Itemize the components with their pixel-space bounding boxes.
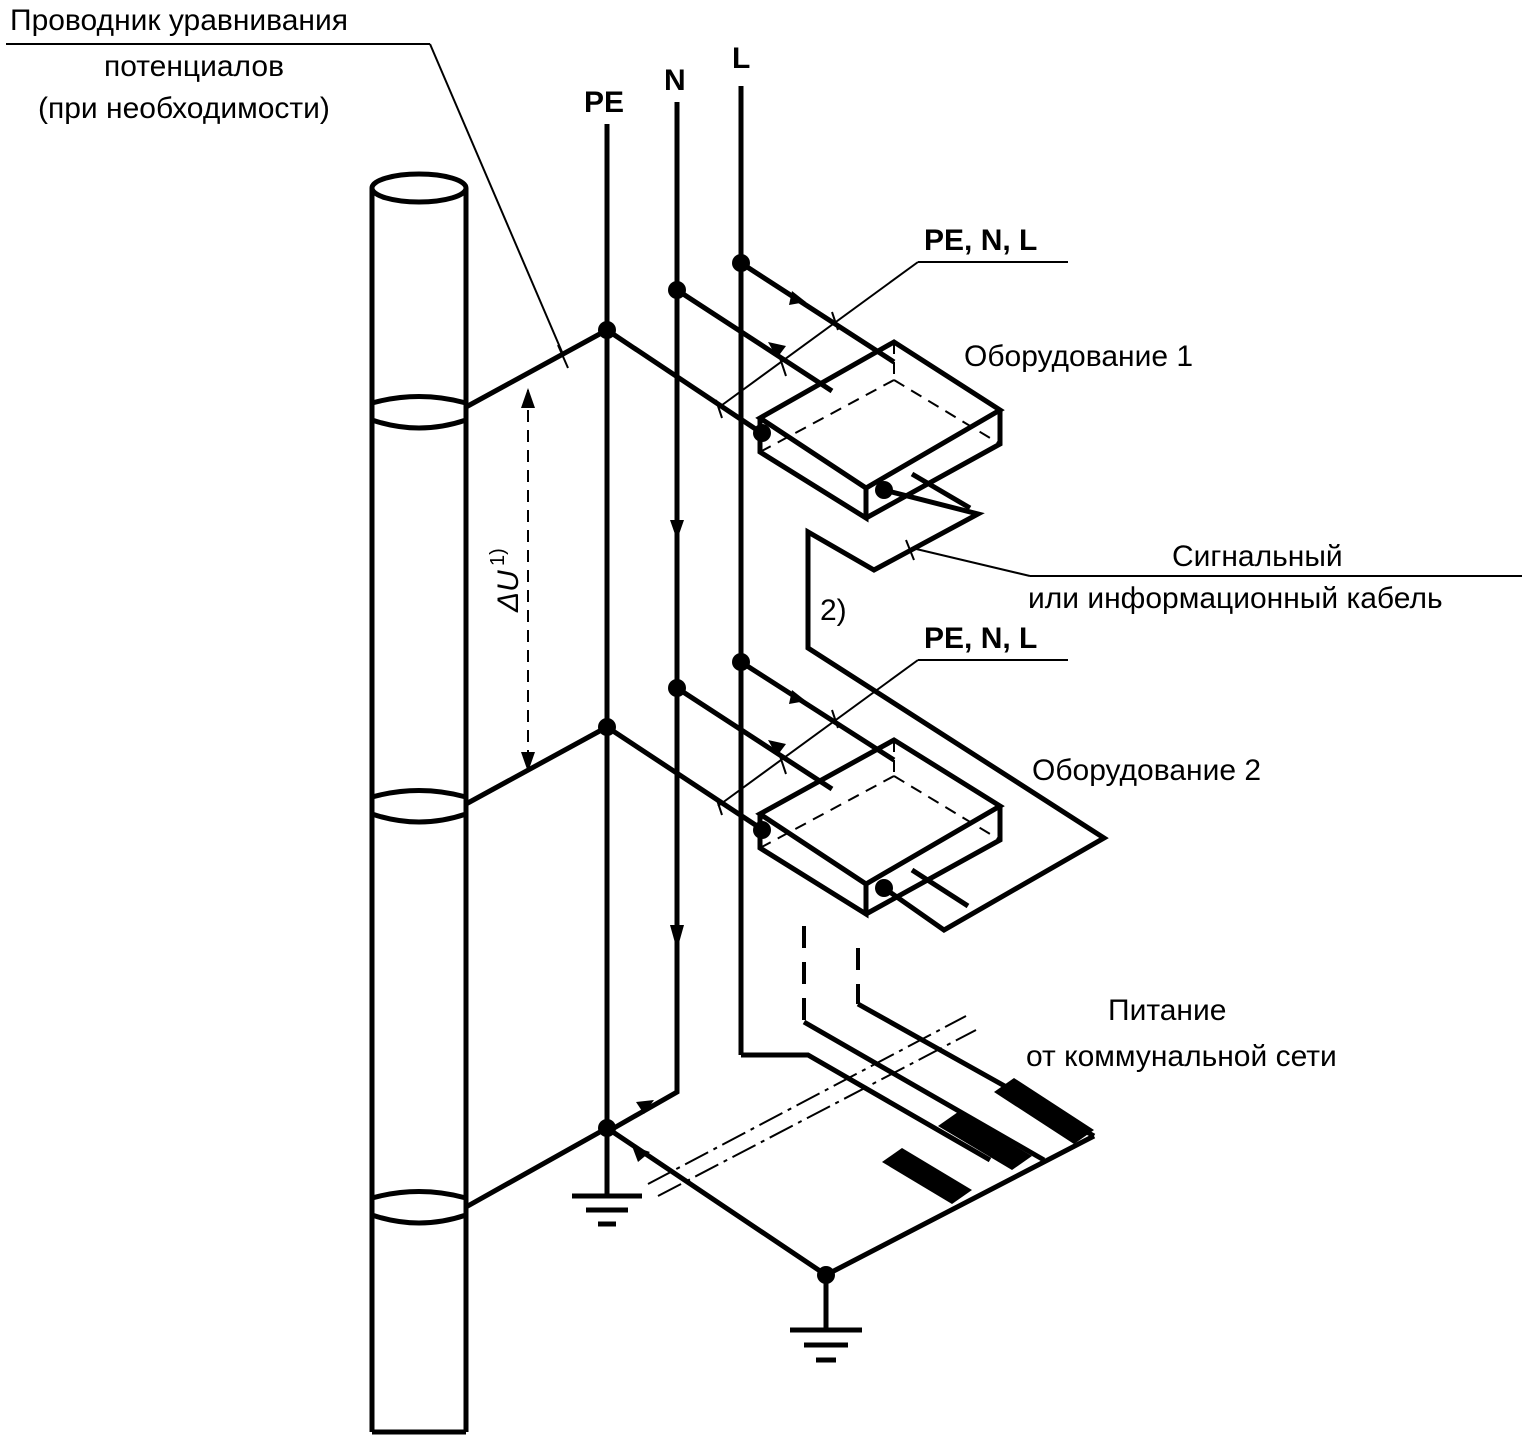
potential-conductor-label-3: (при необходимости) bbox=[38, 92, 330, 125]
column-clamp-middle bbox=[369, 788, 469, 825]
equipment-2-leads bbox=[802, 926, 860, 1022]
metal-column bbox=[369, 171, 469, 1435]
potential-conductor-label-1: Проводник уравнивания bbox=[10, 4, 348, 37]
bonding-conductor-middle bbox=[464, 724, 609, 807]
earth-symbol-left bbox=[572, 1128, 642, 1227]
l-label: L bbox=[732, 42, 750, 75]
delta-u-superscript: 1) bbox=[487, 548, 509, 566]
bonding-conductor-top bbox=[464, 327, 609, 410]
column-clamp-bottom bbox=[369, 1189, 469, 1226]
equipment-2-label: Оборудование 2 bbox=[1032, 754, 1261, 787]
potential-conductor-leader bbox=[6, 43, 563, 353]
potential-conductor-label-2: потенциалов bbox=[104, 50, 284, 83]
earth-symbol-right bbox=[790, 1327, 862, 1363]
equipment-1-label: Оборудование 1 bbox=[964, 340, 1193, 373]
n-pe-bond bbox=[612, 1088, 680, 1131]
pe-label: PE bbox=[584, 86, 624, 119]
delta-u-text: ΔU bbox=[492, 570, 525, 613]
signal-cable-label-2: или информационный кабель bbox=[1028, 582, 1443, 615]
signal-cable bbox=[805, 471, 1522, 933]
n-conductor bbox=[670, 102, 684, 1090]
pe-n-l-label-top: PE, N, L bbox=[924, 224, 1037, 257]
delta-u-dimension bbox=[521, 388, 535, 772]
column-clamp-top bbox=[369, 394, 469, 431]
supply-label-1: Питание bbox=[1108, 994, 1226, 1027]
note-2-label: 2) bbox=[820, 594, 847, 627]
supply-network bbox=[605, 1001, 1096, 1330]
signal-cable-label-1: Сигнальный bbox=[1172, 540, 1343, 573]
bonding-conductor-bottom bbox=[464, 1125, 609, 1210]
n-label: N bbox=[664, 64, 686, 97]
equipment-1-feed bbox=[605, 260, 1068, 442]
supply-label-2: от коммунальной сети bbox=[1026, 1040, 1337, 1073]
delta-u-label: ΔU 1) bbox=[487, 548, 525, 613]
pe-n-l-label-bottom: PE, N, L bbox=[924, 622, 1037, 655]
equipment-2-feed bbox=[605, 659, 1068, 839]
